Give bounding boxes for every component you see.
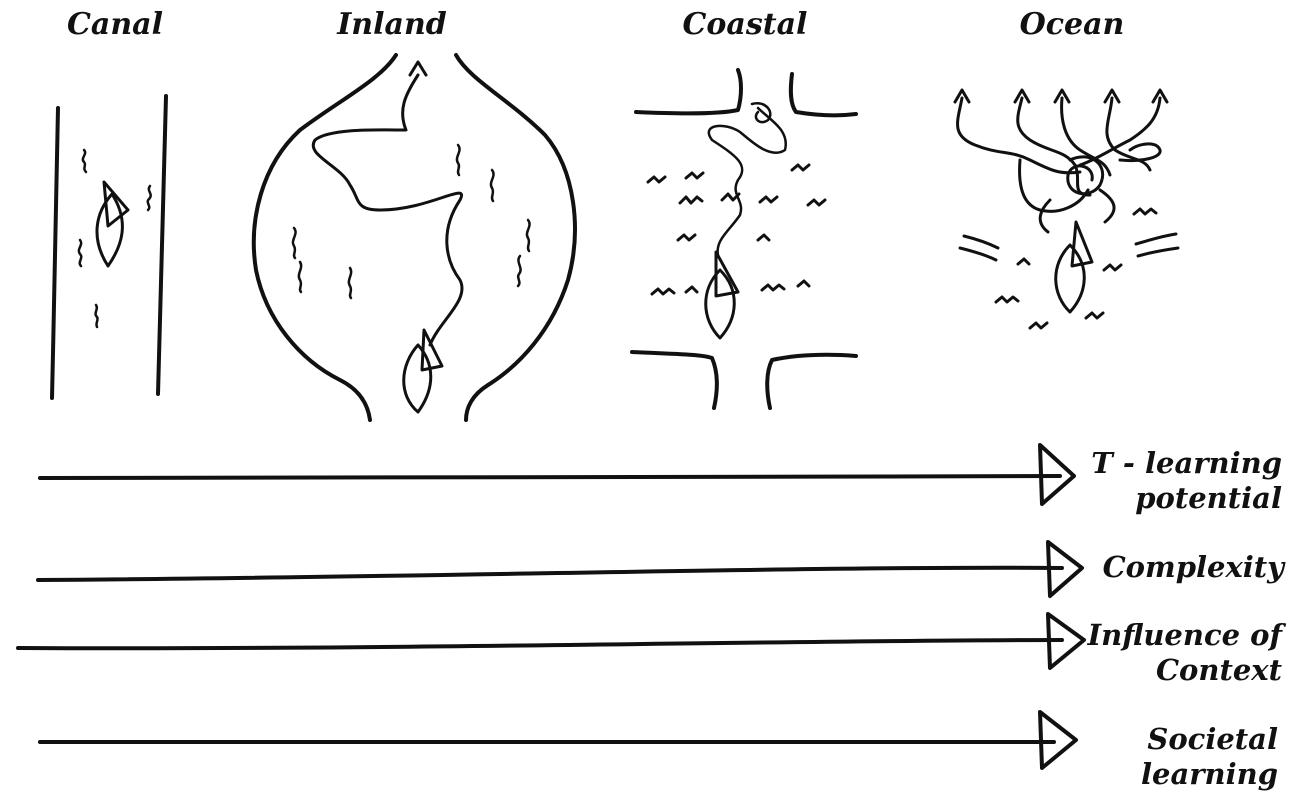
label-t-learning-line1: T - learning: [1091, 446, 1282, 481]
inland-route-path: [313, 75, 462, 345]
coastal-bottom-left-pier: [632, 352, 717, 408]
inland-right-shore: [456, 55, 575, 420]
canal-right-bank: [158, 96, 166, 394]
arrow-societal: [40, 712, 1076, 768]
canal-ripples: [79, 150, 151, 327]
canal-boat-icon: [97, 182, 128, 266]
label-societal-line2: learning: [1141, 757, 1278, 792]
arrow-t-learning: [40, 445, 1074, 504]
coastal-route-loop: [752, 103, 770, 122]
coastal-top-left-pier: [636, 70, 741, 113]
coastal-scene: [632, 70, 856, 408]
canal-scene: [52, 96, 166, 398]
inland-boat-icon: [404, 330, 442, 412]
label-influence-line2: Context: [1088, 653, 1282, 688]
label-t-learning: T - learning potential: [1091, 446, 1282, 516]
ocean-tangled-routes: [958, 98, 1161, 232]
label-complexity: Complexity: [1103, 550, 1284, 585]
ocean-scene: [955, 90, 1178, 328]
coastal-route-path: [709, 108, 786, 255]
inland-route-arrowhead: [410, 62, 426, 75]
arrow-influence: [18, 614, 1084, 668]
coastal-bottom-right-pier: [767, 355, 856, 408]
inland-ripples: [293, 145, 530, 298]
inland-scene: [254, 55, 575, 420]
label-complexity-line1: Complexity: [1103, 550, 1284, 585]
label-societal: Societal learning: [1141, 722, 1278, 792]
ocean-boat-icon: [1056, 222, 1092, 312]
label-influence: Influence of Context: [1088, 618, 1282, 688]
coastal-top-right-pier: [791, 74, 856, 115]
label-influence-line1: Influence of: [1088, 618, 1282, 653]
label-t-learning-line2: potential: [1091, 481, 1282, 516]
inland-left-shore: [254, 55, 396, 420]
arrow-complexity: [38, 542, 1082, 596]
label-societal-line1: Societal: [1141, 722, 1278, 757]
coastal-boat-icon: [706, 252, 738, 338]
canal-left-bank: [52, 108, 58, 398]
